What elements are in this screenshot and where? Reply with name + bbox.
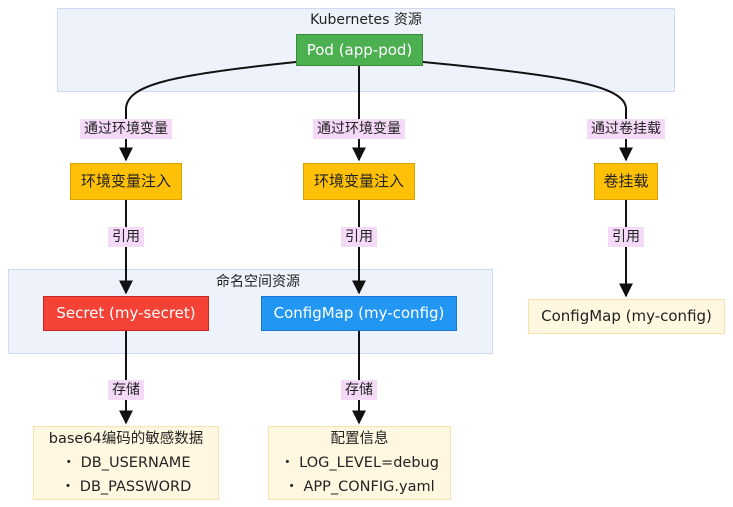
node-config-data: 配置信息 ・ LOG_LEVEL=debug ・ APP_CONFIG.yaml: [268, 426, 451, 500]
node-volume-mount[interactable]: 卷挂载: [594, 163, 658, 200]
node-configmap-mounted[interactable]: ConfigMap (my-config): [528, 299, 725, 334]
edge-label-pod-to-volume: 通过卷挂载: [587, 119, 665, 139]
group-title-kubernetes-resources: Kubernetes 资源: [310, 12, 422, 28]
secret-data-item: ・ DB_PASSWORD: [60, 479, 192, 495]
node-secret[interactable]: Secret (my-secret): [43, 296, 209, 331]
node-pod[interactable]: Pod (app-pod): [296, 34, 423, 66]
edge-label-secret-store: 存储: [108, 380, 144, 400]
edge-label-pod-to-env2: 通过环境变量: [313, 119, 405, 139]
secret-data-title: base64编码的敏感数据: [48, 431, 204, 447]
edge-pod-to-env-inject-1: [119, 61, 297, 162]
secret-data-item: ・ DB_USERNAME: [61, 455, 191, 471]
node-env-inject-1[interactable]: 环境变量注入: [70, 163, 182, 200]
config-data-item: ・ LOG_LEVEL=debug: [280, 455, 439, 471]
edge-label-pod-to-env1: 通过环境变量: [80, 119, 172, 139]
config-data-item: ・ APP_CONFIG.yaml: [284, 479, 435, 495]
config-data-title: 配置信息: [330, 431, 389, 447]
node-secret-data: base64编码的敏感数据 ・ DB_USERNAME ・ DB_PASSWOR…: [33, 426, 219, 500]
edge-label-configmap-store: 存储: [341, 380, 377, 400]
node-env-inject-2[interactable]: 环境变量注入: [303, 163, 415, 200]
edge-label-env2-to-configmap: 引用: [341, 227, 377, 247]
edge-label-volume-to-configmap: 引用: [608, 227, 644, 247]
group-title-namespace-resources: 命名空间资源: [216, 274, 300, 290]
node-configmap[interactable]: ConfigMap (my-config): [261, 296, 457, 331]
edge-label-env1-to-secret: 引用: [108, 227, 144, 247]
edge-pod-to-volume-mount: [422, 61, 633, 162]
